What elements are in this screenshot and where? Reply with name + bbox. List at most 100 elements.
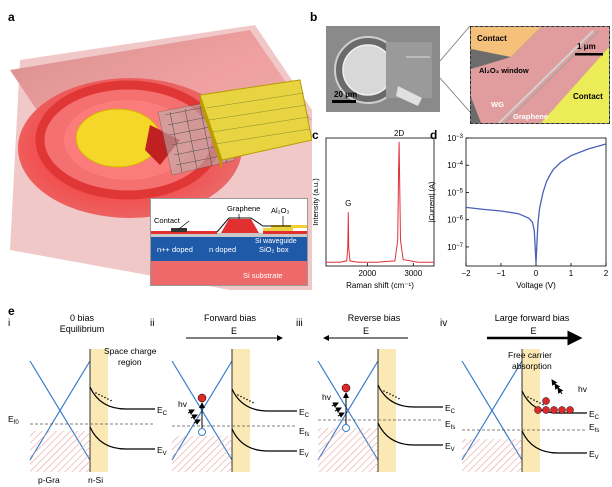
space-charge-region [232, 349, 250, 472]
hv-label: hv [178, 399, 188, 409]
panel-label: d [430, 128, 438, 142]
x-tick-label: 2000 [358, 269, 376, 278]
n-si-label: n-Si [88, 475, 103, 485]
space-charge-label: Space charge [104, 346, 157, 356]
e-field-label: E [530, 326, 536, 336]
y-tick-label: 10−5 [447, 188, 463, 197]
band-diagram-iv: EC EV iv [440, 318, 600, 472]
y-tick-label: 10−3 [447, 134, 463, 143]
hv-label: hv [322, 392, 332, 402]
ec-curve [377, 384, 443, 408]
band-label: EC [299, 407, 310, 419]
inset-si-waveguide: Si waveguide [255, 238, 297, 245]
ef0-label: Ef0 [8, 414, 19, 426]
x-axis-label: Raman shift (cm⁻¹) [346, 281, 414, 290]
hv-label: hv [578, 384, 588, 394]
y-tick-label: 10−6 [447, 216, 463, 225]
y-tick-label: 10−7 [447, 243, 463, 252]
hole-dot [198, 428, 206, 436]
x-tick-label: 0 [534, 269, 539, 278]
label-al2o3-window: Al₂O₃ window [479, 66, 529, 75]
sem-image-zoom: 1 μm Contact Al₂O₃ window WG Graphene Co… [470, 26, 610, 124]
x-tick-label: −1 [496, 269, 506, 278]
ev-curve [89, 426, 155, 450]
free-carrier-label: absorption [512, 361, 552, 371]
efs-label: Efs [299, 426, 309, 438]
panel-label: e [8, 304, 15, 318]
ev-curve [521, 430, 587, 454]
graphene-fill [318, 428, 378, 472]
photon-arrow [193, 419, 201, 425]
panel-a: a [0, 0, 312, 290]
band-label: EC [589, 409, 600, 421]
panel-label: c [312, 128, 319, 142]
label-graphene: Graphene [513, 112, 548, 121]
gold-disk [75, 108, 161, 168]
space-charge-region [522, 349, 540, 472]
raman-series-line [326, 141, 434, 263]
p-gra-label: p-Gra [38, 475, 60, 485]
plot-frame [325, 137, 435, 267]
panel-label: b [310, 10, 318, 24]
band-label: EC [157, 405, 168, 417]
electron-dot [566, 406, 574, 414]
label-wg: WG [491, 100, 504, 109]
label-contact-top: Contact [477, 34, 507, 43]
ec-curve [231, 388, 297, 412]
contact-pad [199, 79, 312, 161]
peak-label-G: G [345, 199, 351, 208]
efs-label: Efs [445, 419, 455, 431]
x-axis-label: Voltage (V) [516, 281, 556, 290]
e-field-label: E [231, 326, 237, 336]
photon-arrow [187, 409, 195, 415]
photon-arrow [557, 387, 564, 395]
sem-image-overview: 20 μm [326, 26, 440, 112]
cross-section-inset: Graphene Al₂O₃ Contact Si waveguide n++ … [150, 198, 308, 286]
space-charge-region [378, 349, 396, 472]
peak-label-2D: 2D [394, 129, 404, 138]
graphene-fill [30, 431, 90, 472]
x-tick-label: 3000 [404, 269, 422, 278]
electron-dot [542, 397, 550, 405]
sub-numeral: iv [440, 318, 447, 329]
band-label: EC [445, 403, 456, 415]
title-ii: Forward bias [204, 313, 257, 323]
band-label: EV [589, 449, 599, 461]
band-label: EV [445, 441, 455, 453]
electron-dot [197, 393, 207, 403]
inset-n: n doped [209, 245, 236, 254]
hole-dot [342, 424, 350, 432]
x-tick-label: 2 [604, 269, 609, 278]
ev-curve [231, 428, 297, 452]
label-contact-bottom: Contact [573, 92, 603, 101]
panel-b: b 20 μm 1 μm Contact Al₂O₃ window [308, 0, 612, 128]
efs-label: Efs [589, 422, 599, 434]
photon-arrow [190, 414, 198, 420]
photon-arrow [331, 402, 339, 408]
scalebar-left-label: 20 μm [334, 90, 357, 99]
photon-arrow [334, 407, 342, 413]
inset-si-substrate: Si substrate [243, 271, 283, 280]
title-i-l2: Equilibrium [60, 324, 105, 334]
photon-arrow [337, 412, 345, 418]
inset-sio2: SiO₂ box [259, 245, 289, 254]
panel-label: a [8, 10, 15, 24]
electron-dot [534, 406, 542, 414]
band-diagram-iii: EC EV iii [296, 318, 456, 472]
y-tick-label: 10−4 [447, 161, 463, 170]
free-carrier-label: Free carrier [508, 350, 552, 360]
graphene-fill [462, 439, 522, 472]
inset-contact: Contact [154, 216, 181, 225]
electron-dot [542, 406, 550, 414]
sub-numeral: iii [296, 318, 303, 329]
electron-dot [550, 406, 558, 414]
band-label: EV [299, 447, 309, 459]
inset-al2o3: Al₂O₃ [271, 206, 289, 215]
